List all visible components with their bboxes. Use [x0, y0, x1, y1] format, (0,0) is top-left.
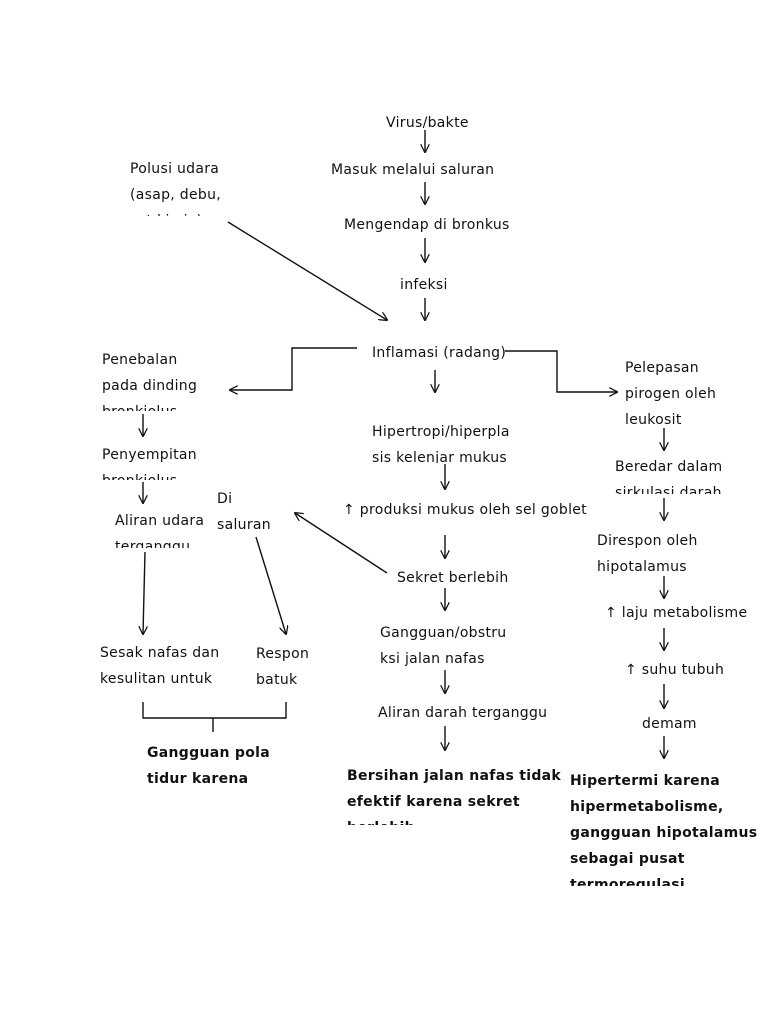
node-sesak: Sesak nafas dan kesulitan untuk tidur: [100, 640, 230, 698]
line-text: ksi jalan nafas: [380, 651, 485, 667]
line-text: Pelepasan: [625, 360, 699, 376]
line-text: infeksi: [400, 277, 448, 293]
line-text: bronkiolus: [102, 399, 217, 411]
line-text: Penebalan: [102, 352, 178, 368]
line-text: gangguan hipotalamus: [570, 825, 758, 841]
arrow-aliran-sesak: [143, 551, 145, 634]
line-text: hipotalamus: [597, 559, 687, 575]
line-text: bronkiolus: [102, 468, 212, 480]
line-text: demam: [642, 716, 697, 732]
line-text: Respon: [256, 646, 310, 662]
node-beredar: Beredar dalam sirkulasi darah: [615, 454, 735, 494]
node-direspon: Direspon oleh hipotalamus: [597, 528, 727, 582]
node-bersihan: Bersihan jalan nafas tidak efektif karena…: [347, 763, 567, 825]
line-text: pirogen oleh: [625, 386, 717, 402]
node-aliran-darah: Aliran darah terganggu: [378, 700, 563, 728]
line-text: Penyempitan: [102, 447, 197, 463]
node-hipertropi: Hipertropi/hiperpla sis kelenjar mukus: [372, 419, 532, 463]
line-text: Gangguan pola: [147, 745, 270, 761]
line-text: (asap, debu,: [130, 187, 222, 203]
node-penebalan: Penebalan pada dinding bronkiolus: [102, 347, 217, 411]
line-text: berlebih: [347, 815, 567, 825]
node-penyempitan: Penyempitan bronkiolus: [102, 442, 212, 480]
line-text: Sesak nafas dan: [100, 645, 220, 661]
node-demam: demam: [642, 711, 712, 739]
arrow-inflamasi-pelepasan: [505, 350, 617, 392]
node-mengendap: Mengendap di bronkus: [344, 212, 524, 240]
line-text: Masuk melalui saluran: [331, 162, 495, 178]
line-text: tidur: [100, 692, 230, 698]
arrow-inflamasi-penebalan: [230, 347, 357, 390]
line-text: Polusi udara: [130, 161, 220, 177]
node-inflamasi: Inflamasi (radang): [372, 340, 517, 368]
line-text: tidur karena: [147, 771, 249, 787]
line-text: Virus/bakte: [386, 115, 469, 128]
line-text: zat kimia): [130, 208, 240, 216]
node-infeksi: infeksi: [400, 272, 480, 300]
line-text: kesulitan untuk: [100, 671, 213, 687]
node-aliran-udara: Aliran udara terganggu: [115, 508, 215, 548]
node-hipertermi: Hipertermi karena hipermetabolisme, ganggu…: [570, 768, 760, 886]
node-masuk: Masuk melalui saluran: [331, 157, 511, 185]
line-text: ↑ suhu tubuh: [625, 662, 725, 678]
line-text: Beredar dalam: [615, 459, 723, 475]
line-text: Aliran udara: [115, 513, 205, 529]
arrow-polusi-inflamasi: [227, 221, 387, 320]
line-text: Inflamasi (radang): [372, 345, 507, 361]
line-text: termoregulasi: [570, 877, 685, 886]
node-gangguan-obs: Gangguan/obstru ksi jalan nafas: [380, 620, 530, 674]
line-text: Aliran darah terganggu: [378, 705, 548, 721]
node-polusi: Polusi udara (asap, debu, zat kimia): [130, 156, 240, 216]
line-text: efektif karena sekret: [347, 794, 520, 810]
line-text: sebagai pusat: [570, 851, 685, 867]
node-virus: Virus/bakte: [386, 110, 481, 128]
line-text: Hipertropi/hiperpla: [372, 424, 510, 440]
line-text: Sekret berlebih: [397, 570, 509, 586]
line-text: leukosit: [625, 412, 682, 425]
line-text: saluran: [217, 517, 271, 533]
node-produksi: ↑ produksi mukus oleh sel goblet: [343, 497, 608, 525]
line-text: Mengendap di bronkus: [344, 217, 510, 233]
line-text: Direspon oleh: [597, 533, 698, 549]
node-laju: ↑ laju metabolisme: [605, 600, 765, 628]
node-suhu: ↑ suhu tubuh: [625, 657, 745, 685]
line-text: terganggu: [115, 539, 191, 548]
line-text: Gangguan/obstru: [380, 625, 507, 641]
line-text: Di: [217, 491, 233, 507]
bracket-sesak-respon: [142, 702, 287, 719]
line-text: ↑ laju metabolisme: [605, 605, 748, 621]
arrow-sekret-saluran: [295, 513, 388, 574]
line-text: pada dinding: [102, 378, 198, 394]
line-text: batuk: [256, 672, 298, 688]
node-respon: Respon batuk: [256, 641, 326, 695]
line-text: sirkulasi darah: [615, 485, 722, 494]
line-text: sis kelenjar mukus: [372, 450, 507, 463]
line-text: Hipertermi karena: [570, 773, 720, 789]
line-text: hipermetabolisme,: [570, 799, 724, 815]
node-gangguan-pola: Gangguan pola tidur karena: [147, 740, 277, 794]
node-pelepasan: Pelepasan pirogen oleh leukosit: [625, 355, 735, 425]
node-di-saluran: Di saluran: [217, 486, 287, 540]
arrow-saluran-respon: [255, 536, 286, 634]
line-text: Bersihan jalan nafas tidak: [347, 768, 562, 784]
line-text: ↑ produksi mukus oleh sel goblet: [343, 502, 587, 518]
node-sekret: Sekret berlebih: [397, 565, 527, 593]
